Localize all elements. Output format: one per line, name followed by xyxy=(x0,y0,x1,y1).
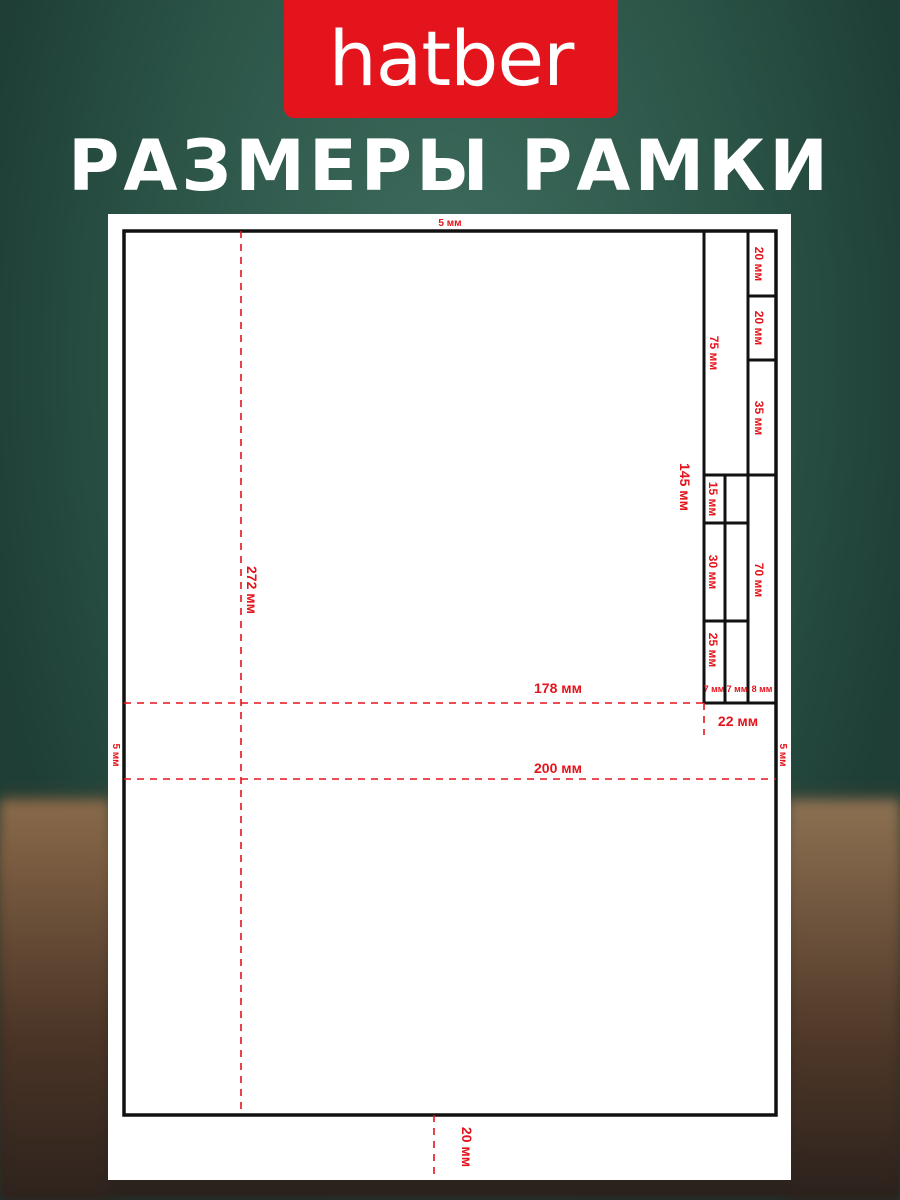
logo-text: hatber xyxy=(328,14,575,103)
stamp-col1-b-label: 30 мм xyxy=(706,555,720,590)
paper-sheet xyxy=(108,214,791,1180)
stamp-col1-a-label: 15 мм xyxy=(706,482,720,517)
stamp-w3-label: 8 мм xyxy=(752,684,773,694)
dimension-lines xyxy=(124,231,776,1180)
bottom-margin-label: 20 мм xyxy=(459,1127,475,1167)
background-desk-left xyxy=(0,800,110,1200)
stamp-height-label: 145 мм xyxy=(677,463,693,511)
top-margin-label: 5 мм xyxy=(438,218,461,229)
stamp-w1-label: 7 мм xyxy=(704,684,725,694)
frame-width-label: 200 мм xyxy=(534,760,582,776)
frame-height-label: 272 мм xyxy=(244,566,260,614)
stamp-col3-a-label: 20 мм xyxy=(752,247,766,282)
hatber-logo: hatber xyxy=(284,0,618,118)
stamp-width-label: 22 мм xyxy=(718,713,758,729)
stamp-col3-d-label: 70 мм xyxy=(752,563,766,598)
stamp-offset-label: 178 мм xyxy=(534,680,582,696)
stamp-w2-label: 7 мм xyxy=(727,684,748,694)
background-desk-right xyxy=(788,800,900,1200)
left-margin-label: 5 мм xyxy=(110,743,121,766)
page-title: РАЗМЕРЫ РАМКИ xyxy=(68,125,832,207)
outer-frame xyxy=(122,229,778,1117)
stamp-col1-top-label: 75 мм xyxy=(707,336,721,371)
right-margin-label: 5 мм xyxy=(777,743,788,766)
stamp-col3-b-label: 20 мм xyxy=(752,311,766,346)
stamp-col3-c-label: 35 мм xyxy=(752,401,766,436)
title-stamp xyxy=(702,231,776,705)
stamp-col1-c-label: 25 мм xyxy=(706,633,720,668)
